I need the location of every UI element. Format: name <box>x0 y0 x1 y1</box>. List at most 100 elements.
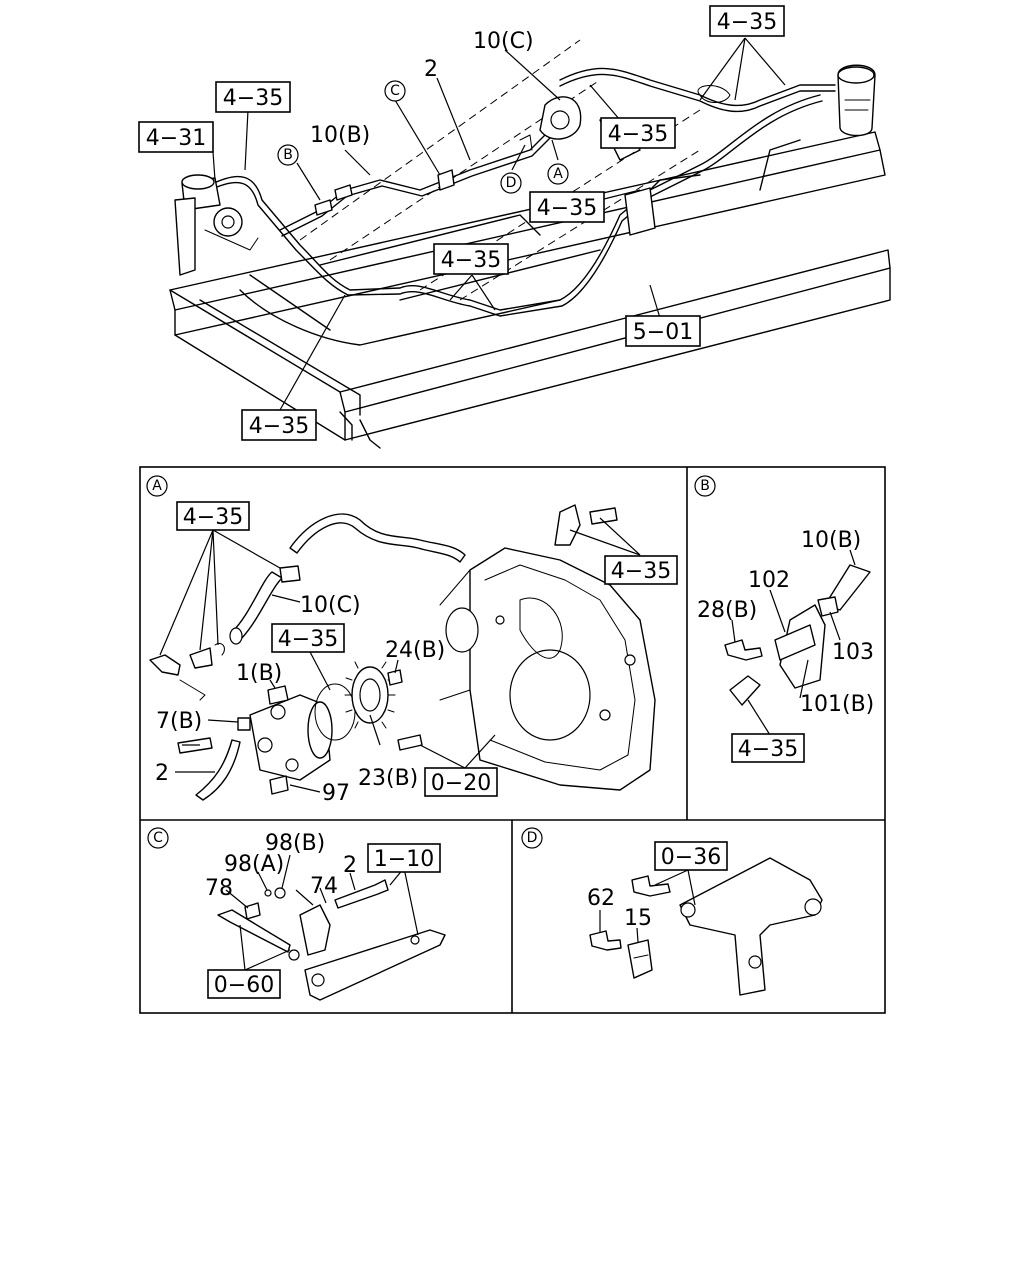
label-15: 15 <box>624 906 652 931</box>
marker-d-section: D <box>521 827 543 849</box>
label-24b: 24(B) <box>385 638 445 663</box>
label-2-c: 2 <box>343 853 357 878</box>
svg-text:C: C <box>153 830 163 846</box>
clip-15 <box>627 939 653 979</box>
svg-text:5−01: 5−01 <box>633 320 693 345</box>
pipe-2 <box>195 739 241 801</box>
marker-b-section: B <box>694 475 716 497</box>
svg-text:4−31: 4−31 <box>146 126 206 151</box>
svg-text:A: A <box>553 166 563 182</box>
section-b-leaders <box>731 549 856 736</box>
callout-5-01: 5−01 <box>625 315 701 347</box>
flywheel-housing <box>439 547 656 791</box>
pipe-2-c <box>334 879 389 909</box>
label-2-top: 2 <box>424 57 438 82</box>
nut-97 <box>269 775 289 795</box>
svg-text:A: A <box>152 478 162 494</box>
svg-text:B: B <box>283 147 293 163</box>
pipe-10b <box>824 564 871 611</box>
hose-4-35 <box>289 513 466 563</box>
stud <box>397 734 423 751</box>
master-cylinder <box>174 174 259 276</box>
bracket-1-10 <box>304 929 446 1001</box>
callout-4-35-f: 4−35 <box>241 409 317 441</box>
section-a: A <box>146 475 678 806</box>
bolt-62 <box>589 930 622 951</box>
bolt-4-35 <box>589 507 618 525</box>
label-10b-b: 10(B) <box>801 528 861 553</box>
svg-text:4−35: 4−35 <box>717 10 777 35</box>
callout-c-1-10: 1−10 <box>367 843 441 873</box>
label-98b: 98(B) <box>265 831 325 856</box>
callout-a-4-35-bracket: 4−35 <box>604 555 678 585</box>
label-98a: 98(A) <box>224 852 284 877</box>
label-78: 78 <box>205 876 233 901</box>
fluid-lines <box>209 67 836 317</box>
hose-end-10c <box>229 627 243 645</box>
marker-d-top: D <box>500 172 522 194</box>
bracket-hole-d1 <box>680 902 696 918</box>
gear-23b <box>344 661 396 729</box>
section-c-leaders <box>225 854 419 971</box>
nut-103 <box>817 596 839 617</box>
label-23b: 23(B) <box>358 766 418 791</box>
svg-text:4−35: 4−35 <box>249 414 309 439</box>
bracket-a <box>179 679 206 701</box>
svg-text:4−35: 4−35 <box>183 505 243 530</box>
label-2-a: 2 <box>155 761 169 786</box>
callout-a-4-35-hose: 4−35 <box>176 501 250 531</box>
marker-b-top: B <box>277 144 299 166</box>
callout-4-35-b: 4−35 <box>709 5 785 37</box>
callout-4-35-e: 4−35 <box>433 243 509 275</box>
callout-a-4-35-oring: 4−35 <box>271 623 345 653</box>
callout-4-31: 4−31 <box>138 121 214 153</box>
label-1b: 1(B) <box>236 661 282 686</box>
label-102: 102 <box>748 568 790 593</box>
svg-text:4−35: 4−35 <box>738 737 798 762</box>
label-10c-a: 10(C) <box>300 593 361 618</box>
label-74: 74 <box>310 874 338 899</box>
marker-c-top: C <box>384 80 406 102</box>
svg-text:0−60: 0−60 <box>214 973 274 998</box>
bracket-hole <box>311 973 325 987</box>
svg-text:B: B <box>700 478 710 494</box>
label-7b: 7(B) <box>156 709 202 734</box>
bracket-hole-d2 <box>804 898 822 916</box>
chassis-frame <box>169 39 891 449</box>
clamp-a <box>189 647 213 669</box>
washer-98a <box>264 889 272 897</box>
bracket-hole-d3 <box>748 955 762 969</box>
section-d-leaders <box>599 869 696 943</box>
marker-a-top: A <box>547 163 569 185</box>
section-c: C 1−10 0−60 98(B) 98(A) 78 <box>147 827 446 1001</box>
callout-c-0-60: 0−60 <box>207 969 281 999</box>
svg-text:4−35: 4−35 <box>223 86 283 111</box>
svg-text:D: D <box>506 175 517 191</box>
callout-a-0-20: 0−20 <box>424 767 498 797</box>
bolt-a <box>149 654 181 676</box>
callout-4-35-d: 4−35 <box>529 191 605 223</box>
bracket-0-36 <box>679 857 823 996</box>
plate-74 <box>299 904 331 956</box>
svg-text:4−35: 4−35 <box>441 248 501 273</box>
svg-text:0−36: 0−36 <box>661 845 721 870</box>
svg-text:4−35: 4−35 <box>537 196 597 221</box>
clutch-reservoir <box>837 64 876 137</box>
label-10c-top: 10(C) <box>473 29 534 54</box>
marker-c-section: C <box>147 827 169 849</box>
detail-frames <box>139 466 886 1014</box>
label-28b: 28(B) <box>697 598 757 623</box>
label-62: 62 <box>587 886 615 911</box>
svg-text:C: C <box>390 83 400 99</box>
bracket-4-35 <box>554 504 581 546</box>
label-103: 103 <box>832 640 874 665</box>
top-leaders <box>211 37 786 411</box>
svg-text:4−35: 4−35 <box>608 122 668 147</box>
svg-text:1−10: 1−10 <box>374 847 434 872</box>
chassis-overview: 4−35 4−31 4−35 4−35 4−35 4−35 4−35 5−01 <box>138 5 891 449</box>
callout-d-0-36: 0−36 <box>654 841 728 871</box>
callout-4-35-c: 4−35 <box>600 117 676 149</box>
bolt-28b <box>724 639 763 661</box>
bracket-hole-2 <box>410 935 420 945</box>
